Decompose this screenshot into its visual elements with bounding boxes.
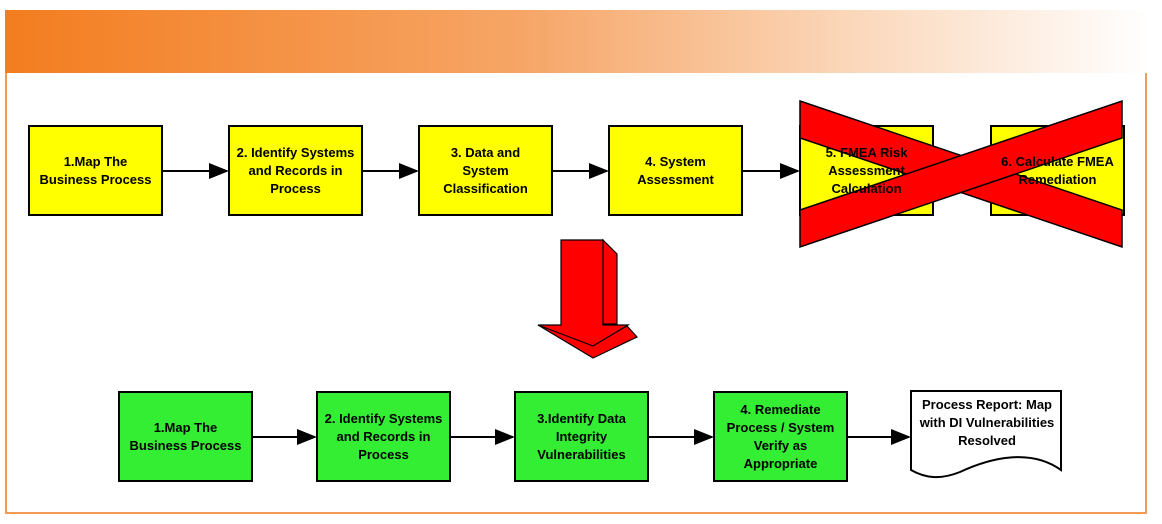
bottom-step-2: 2. Identify Systems and Records in Proce…: [316, 391, 451, 482]
step-label: 6. Calculate FMEA Remediation: [1001, 153, 1114, 187]
top-step-3: 3. Data and System Classification: [418, 125, 553, 216]
header-band: [5, 10, 1150, 73]
report-label: Process Report: Map with DI Vulnerabilit…: [919, 397, 1055, 448]
step-label: 2. Identify Systems and Records in Proce…: [324, 410, 443, 462]
bottom-step-3: 3.Identify Data Integrity Vulnerabilitie…: [514, 391, 649, 482]
bottom-step-1: 1.Map The Business Process: [118, 391, 253, 482]
report-document-shape: [910, 390, 1062, 478]
step-label: 1.Map The Business Process: [129, 419, 242, 453]
down-arrow-icon: [537, 238, 638, 359]
top-step-2: 2. Identify Systems and Records in Proce…: [228, 125, 363, 216]
step-label: 2. Identify Systems and Records in Proce…: [236, 144, 355, 196]
step-label: 4. Remediate Process / System Verify as …: [726, 401, 835, 471]
step-label: 3. Data and System Classification: [443, 144, 528, 196]
step-label: 5. FMEA Risk Assessment Calculation: [825, 144, 908, 196]
step-label: 1.Map The Business Process: [39, 153, 152, 187]
top-step-1: 1.Map The Business Process: [28, 125, 163, 216]
top-step-4: 4. System Assessment: [608, 125, 743, 216]
bottom-step-4: 4. Remediate Process / System Verify as …: [713, 391, 848, 482]
cross-out-icon: [799, 99, 1123, 249]
step-label: 3.Identify Data Integrity Vulnerabilitie…: [537, 410, 626, 462]
step-label: 4. System Assessment: [637, 153, 714, 187]
content-frame: [5, 73, 1147, 514]
